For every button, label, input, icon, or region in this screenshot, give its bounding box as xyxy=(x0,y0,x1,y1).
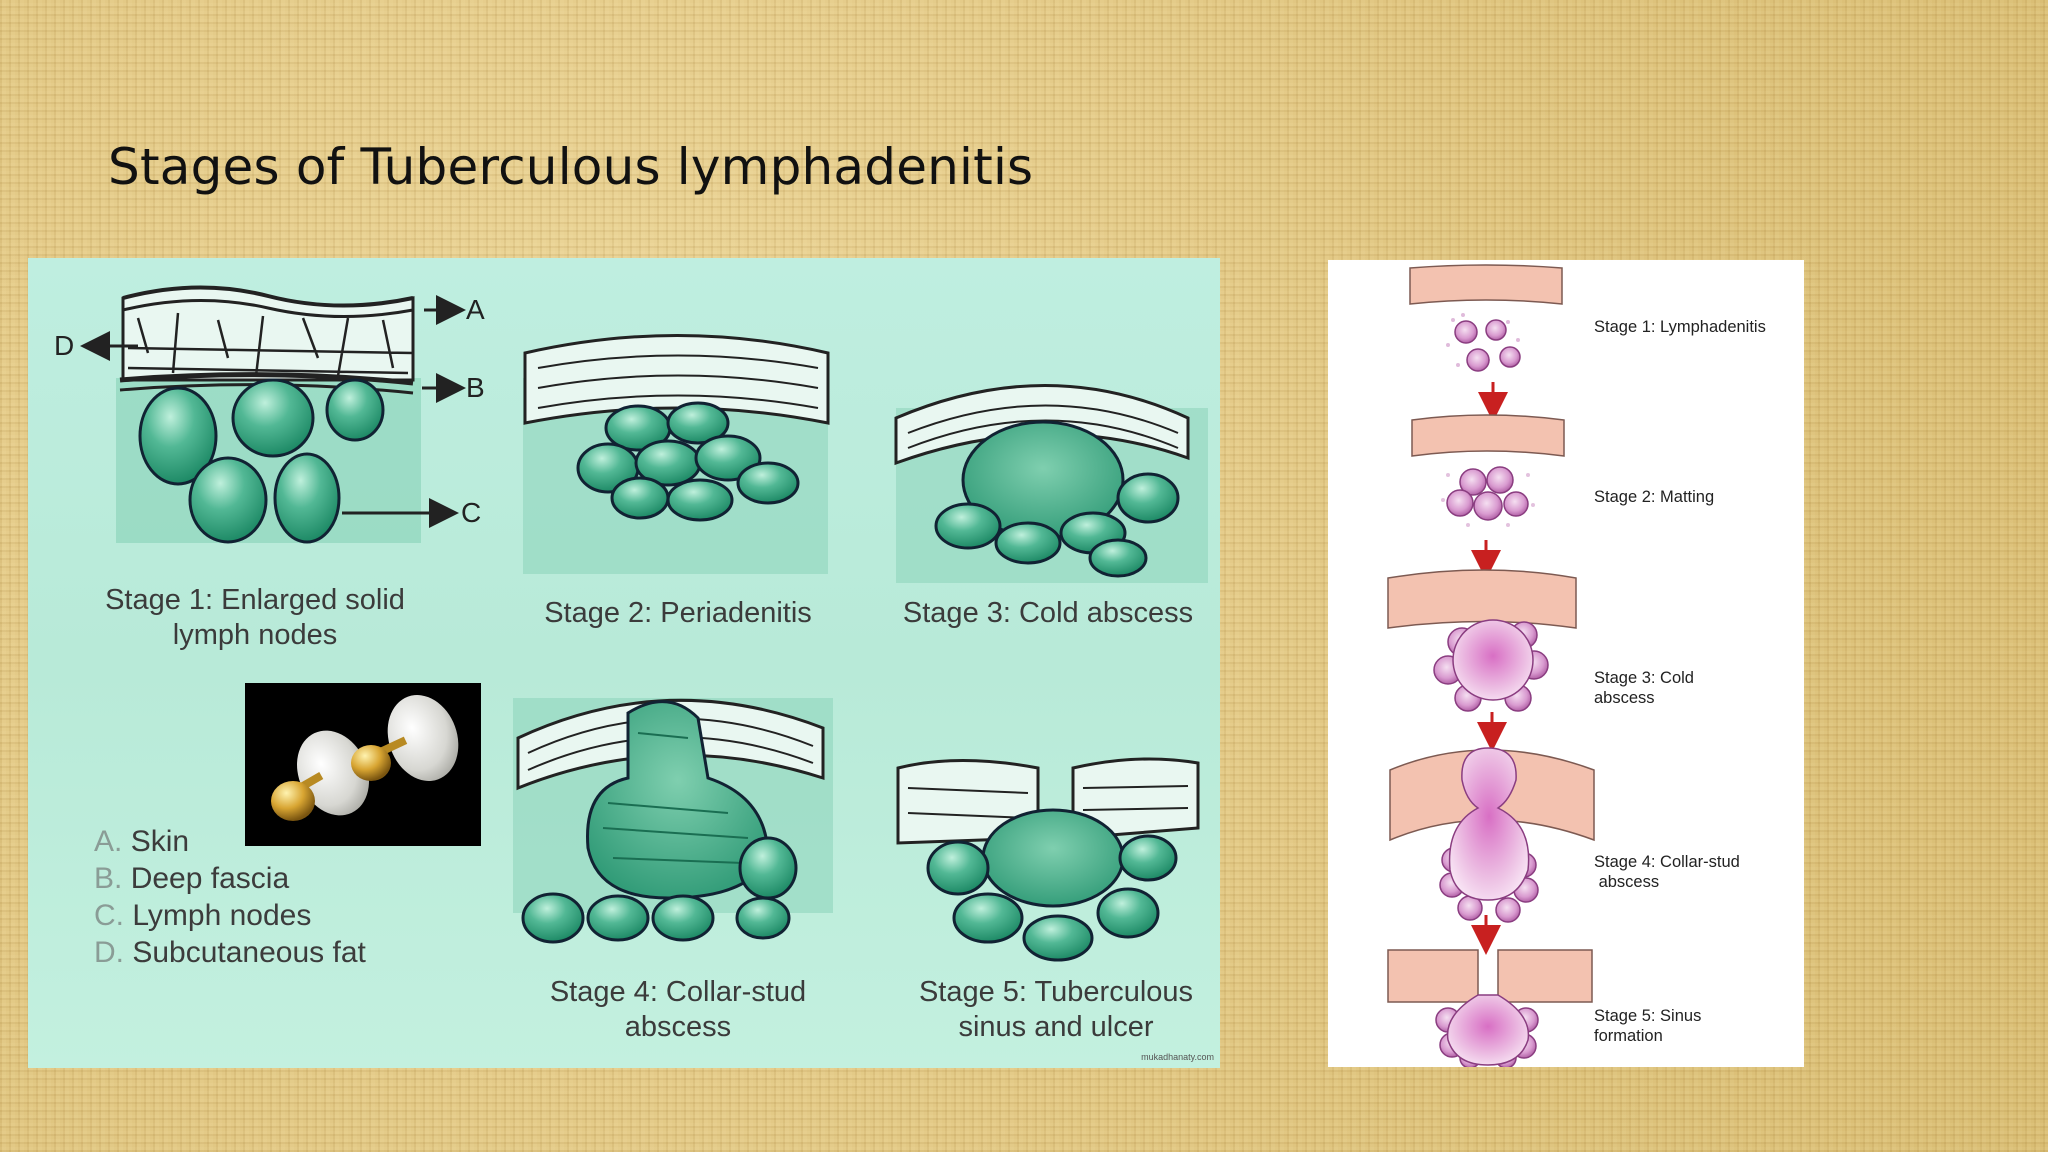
collar-stud-image xyxy=(271,695,459,821)
left-figure-panel: A B C D Stage 1: Enlarged solid lymph no… xyxy=(28,258,1220,1068)
right-stage2-caption: Stage 2: Matting xyxy=(1594,488,1715,506)
stage5-caption-line1: Stage 5: Tuberculous xyxy=(918,976,1194,1008)
left-figure-illustration xyxy=(80,285,1208,962)
stage1-diagram xyxy=(80,285,466,544)
stage4-diagram xyxy=(513,698,833,944)
stage5-caption: Stage 5: Tuberculous sinus and ulcer xyxy=(900,975,1212,1045)
right-figure-panel: Stage 1: Lymphadenitis Stage 2: Matting … xyxy=(1328,260,1804,1067)
stage4-caption: Stage 4: Collar-stud abscess xyxy=(513,975,843,1045)
stage1-caption: Stage 1: Enlarged solid lymph nodes xyxy=(80,583,430,653)
stage2-diagram xyxy=(523,334,830,574)
label-d: D xyxy=(54,330,75,361)
legend-item: D. Subcutaneous fat xyxy=(94,936,366,969)
right-stage1-caption: Stage 1: Lymphadenitis xyxy=(1594,318,1766,336)
right-stage4-caption: Stage 4: Collar-stud abscess xyxy=(1594,853,1740,891)
label-a: A xyxy=(466,294,485,325)
stage2-caption: Stage 2: Periadenitis xyxy=(544,597,812,629)
label-c: C xyxy=(461,497,482,528)
stage5-diagram xyxy=(896,757,1200,962)
stage1-caption-line2: lymph nodes xyxy=(172,619,338,651)
stage5-caption-line2: sinus and ulcer xyxy=(958,1011,1154,1043)
stage1-caption-line1: Stage 1: Enlarged solid xyxy=(105,584,405,616)
legend: A. Skin B. Deep fascia C. Lymph nodes D.… xyxy=(94,823,366,971)
stage4-caption-line2: abscess xyxy=(624,1011,732,1043)
stage4-caption-line1: Stage 4: Collar-stud xyxy=(549,976,807,1008)
label-b: B xyxy=(466,372,485,403)
legend-item: A. Skin xyxy=(94,825,190,858)
legend-item: C. Lymph nodes xyxy=(94,899,312,932)
collar-stud-photo xyxy=(245,683,481,846)
watermark: mukadhanaty.com xyxy=(1141,1052,1214,1062)
legend-item: B. Deep fascia xyxy=(94,862,290,895)
slide-title: Stages of Tuberculous lymphadenitis xyxy=(108,138,1034,196)
stage3-caption: Stage 3: Cold abscess xyxy=(902,597,1194,629)
stage3-diagram xyxy=(894,384,1208,583)
right-figure-illustration xyxy=(1387,264,1595,1067)
